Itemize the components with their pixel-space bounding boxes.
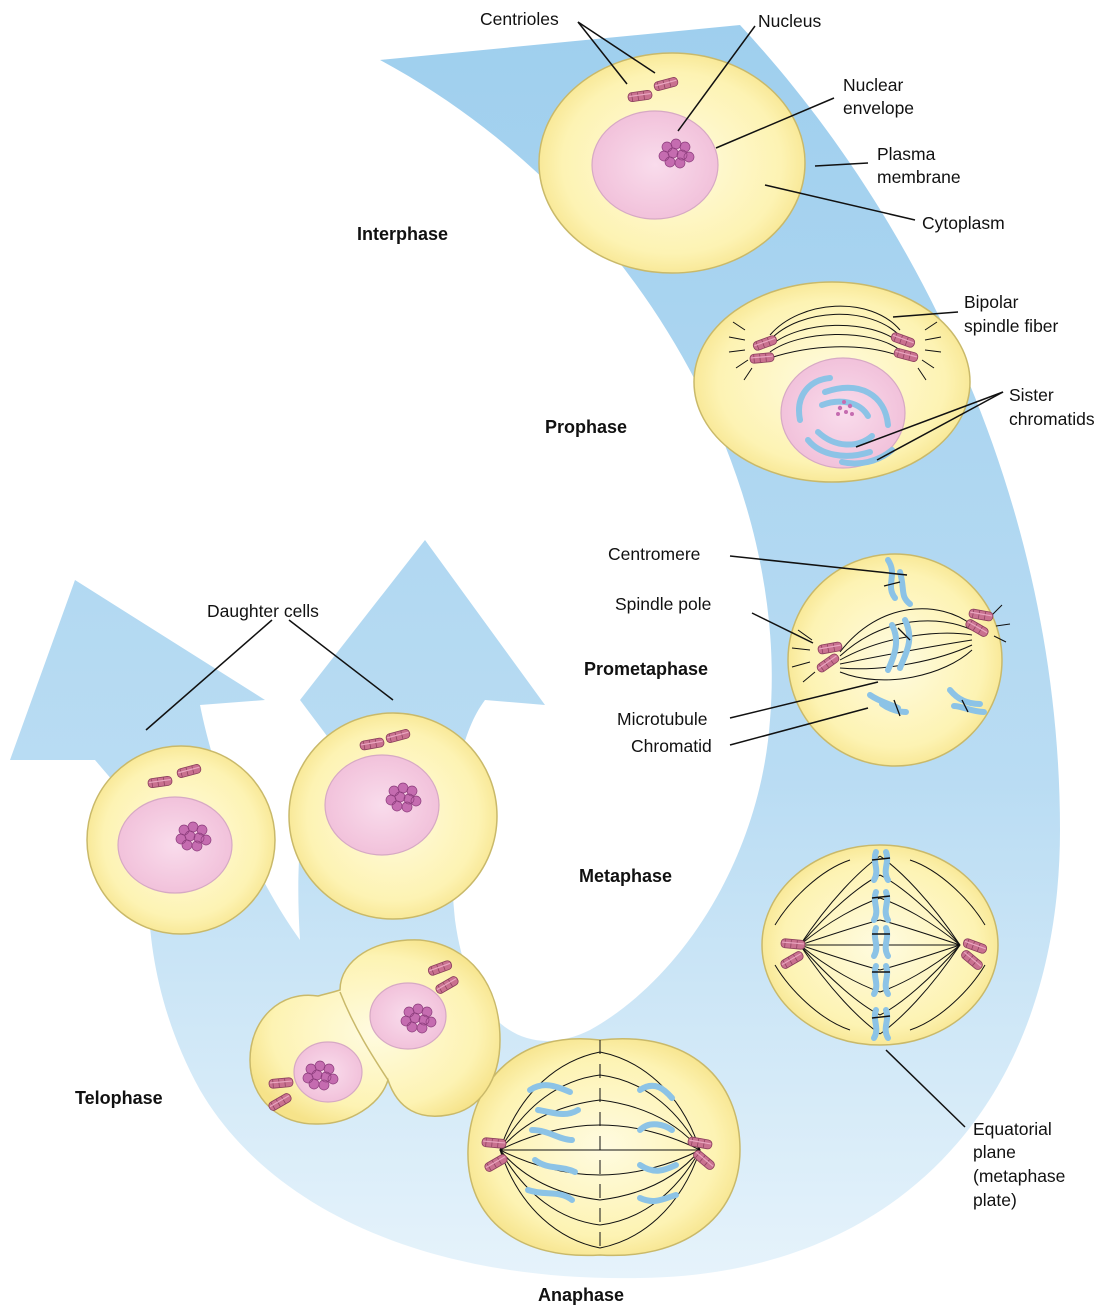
label-sister-chromatids-1: Sister: [1009, 385, 1054, 405]
metaphase-cell: [762, 845, 998, 1045]
daughter-cell-left: [87, 746, 275, 934]
label-bipolar-spindle-fiber-2: spindle fiber: [964, 316, 1059, 336]
phase-prometaphase: Prometaphase: [584, 659, 708, 679]
label-microtubule: Microtubule: [617, 709, 707, 729]
prophase-cell: [694, 282, 970, 482]
interphase-nucleus: [592, 111, 718, 219]
label-nuclear-envelope-1: Nuclear: [843, 75, 903, 95]
daughter-cell-right: [289, 713, 497, 919]
label-equatorial-plane-2: plane: [973, 1142, 1016, 1162]
label-plasma-membrane-1: Plasma: [877, 144, 936, 164]
anaphase-cell: [468, 1039, 740, 1256]
label-sister-chromatids-2: chromatids: [1009, 409, 1095, 429]
phase-telophase: Telophase: [75, 1088, 163, 1108]
phase-metaphase: Metaphase: [579, 866, 672, 886]
label-nuclear-envelope-2: envelope: [843, 98, 914, 118]
label-centrioles: Centrioles: [480, 9, 559, 29]
label-equatorial-plane-1: Equatorial: [973, 1119, 1052, 1139]
phase-interphase: Interphase: [357, 224, 448, 244]
phase-anaphase: Anaphase: [538, 1285, 624, 1305]
label-chromatid: Chromatid: [631, 736, 712, 756]
label-cytoplasm: Cytoplasm: [922, 213, 1005, 233]
label-plasma-membrane-2: membrane: [877, 167, 961, 187]
label-equatorial-plane-3: (metaphase: [973, 1166, 1065, 1186]
interphase-cell: [539, 53, 805, 273]
label-bipolar-spindle-fiber-1: Bipolar: [964, 292, 1019, 312]
label-nucleus: Nucleus: [758, 11, 821, 31]
phase-prophase: Prophase: [545, 417, 627, 437]
label-centromere: Centromere: [608, 544, 700, 564]
label-daughter-cells: Daughter cells: [207, 601, 319, 621]
label-equatorial-plane-4: plate): [973, 1190, 1017, 1210]
label-spindle-pole: Spindle pole: [615, 594, 711, 614]
